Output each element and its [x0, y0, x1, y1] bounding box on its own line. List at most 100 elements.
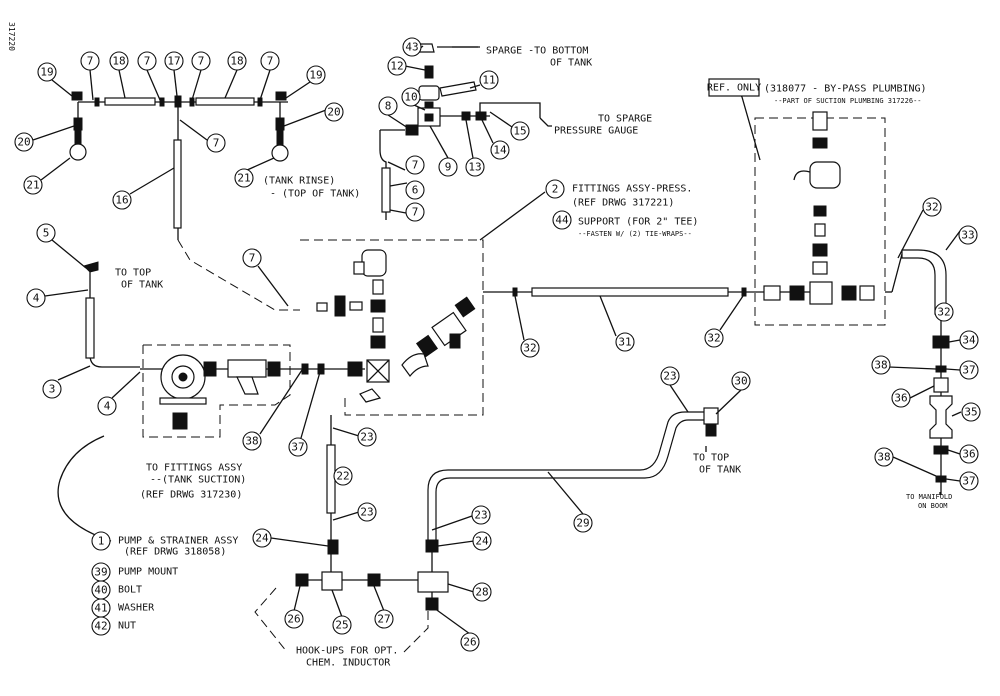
- balloon-circle: [242, 248, 262, 268]
- balloon-number: 11: [482, 74, 495, 87]
- item-balloon: 19: [37, 62, 57, 82]
- balloon-number: 4: [104, 400, 111, 413]
- balloon-circle: [112, 190, 132, 210]
- balloon-circle: [405, 180, 425, 200]
- item-balloon: 23: [357, 502, 377, 522]
- balloon-number: 1: [98, 535, 105, 548]
- balloon-circle: [891, 388, 911, 408]
- item-balloon: 5: [36, 223, 56, 243]
- balloon-number: 5: [43, 227, 50, 240]
- item-balloon: 7: [191, 51, 211, 71]
- callout-text: (REF DRWG 318058): [124, 547, 226, 558]
- balloon-number: 20: [17, 136, 30, 149]
- balloon-number: 36: [894, 392, 907, 405]
- item-balloon: 24: [472, 531, 492, 551]
- balloon-circle: [959, 444, 979, 464]
- item-balloon: 23: [660, 366, 680, 386]
- balloon-number: 31: [618, 336, 631, 349]
- balloon-number: 32: [523, 342, 536, 355]
- balloon-number: 30: [734, 375, 747, 388]
- callout-text: --PART OF SUCTION PLUMBING 317226--: [774, 97, 922, 105]
- callout-text: NUT: [118, 621, 136, 632]
- balloon-number: 12: [390, 60, 403, 73]
- callout-text: --(TANK SUCTION): [150, 475, 246, 486]
- balloon-number: 29: [576, 517, 589, 530]
- balloon-number: 34: [962, 334, 976, 347]
- assembly-boundaries: [142, 117, 886, 653]
- bypass-boundary: [754, 117, 886, 326]
- balloon-circle: [401, 87, 421, 107]
- balloon-circle: [306, 65, 326, 85]
- balloon-number: 9: [445, 161, 452, 174]
- balloon-number: 7: [267, 55, 274, 68]
- item-balloon: 20: [14, 132, 34, 152]
- balloon-number: 33: [961, 229, 974, 242]
- balloon-number: 15: [513, 125, 526, 138]
- balloon-number: 41: [94, 602, 107, 615]
- balloon-number: 35: [964, 406, 977, 419]
- item-balloon: 12: [387, 56, 407, 76]
- balloon-circle: [284, 609, 304, 629]
- item-balloon: 15: [510, 121, 530, 141]
- item-balloon: 16: [112, 190, 132, 210]
- callout-text: PUMP MOUNT: [118, 567, 178, 578]
- balloon-circle: [922, 197, 942, 217]
- balloon-circle: [472, 531, 492, 551]
- balloon-number: 7: [213, 137, 220, 150]
- balloon-circle: [91, 531, 111, 551]
- balloon-number: 2: [552, 183, 559, 196]
- balloon-circle: [405, 155, 425, 175]
- balloon-circle: [37, 62, 57, 82]
- balloon-circle: [552, 210, 572, 230]
- item-balloon: 13: [465, 157, 485, 177]
- callout-text: - (TOP OF TANK): [270, 189, 360, 200]
- balloon-circle: [961, 402, 981, 422]
- balloon-circle: [959, 360, 979, 380]
- item-balloon: 1: [91, 531, 111, 551]
- item-balloon: 23: [357, 427, 377, 447]
- item-balloon: 4: [26, 288, 46, 308]
- item-balloon: 4: [97, 396, 117, 416]
- item-balloon: 10: [401, 87, 421, 107]
- item-balloon: 32: [934, 302, 954, 322]
- balloon-circle: [97, 396, 117, 416]
- pressure-fittings-boundary: [300, 239, 484, 416]
- balloon-circle: [324, 102, 344, 122]
- balloon-number: 4: [33, 292, 40, 305]
- item-balloon: 7: [137, 51, 157, 71]
- item-balloon: 24: [252, 528, 272, 548]
- balloon-number: 19: [40, 66, 53, 79]
- item-balloon: 17: [164, 51, 184, 71]
- balloon-number: 27: [377, 613, 390, 626]
- item-balloon: 6: [405, 180, 425, 200]
- balloon-circle: [405, 202, 425, 222]
- callout-text: TO FITTINGS ASSY: [146, 463, 242, 474]
- balloon-circle: [252, 528, 272, 548]
- balloon-number: 8: [385, 100, 392, 113]
- item-balloon: 38: [242, 431, 262, 451]
- callout-text: WASHER: [118, 603, 155, 614]
- balloon-number: 39: [94, 566, 107, 579]
- item-balloon: 37: [959, 471, 979, 491]
- item-balloon: 37: [959, 360, 979, 380]
- balloon-number: 23: [360, 431, 373, 444]
- item-balloon: 27: [374, 609, 394, 629]
- callout-text: FITTINGS ASSY-PRESS.: [572, 184, 692, 195]
- balloon-circle: [934, 302, 954, 322]
- balloon-number: 32: [937, 306, 950, 319]
- item-balloon: 11: [479, 70, 499, 90]
- callout-text: (TANK RINSE): [263, 176, 335, 187]
- balloon-number: 10: [404, 91, 417, 104]
- balloon-number: 25: [335, 619, 348, 632]
- balloon-number: 7: [412, 159, 419, 172]
- item-balloon: 7: [80, 51, 100, 71]
- balloon-number: 40: [94, 584, 107, 597]
- balloon-circle: [959, 471, 979, 491]
- item-balloon: 38: [874, 447, 894, 467]
- item-balloon: 18: [109, 51, 129, 71]
- callout-text: ON BOOM: [918, 502, 948, 510]
- balloon-circle: [36, 223, 56, 243]
- balloon-number: 7: [198, 55, 205, 68]
- balloon-circle: [260, 51, 280, 71]
